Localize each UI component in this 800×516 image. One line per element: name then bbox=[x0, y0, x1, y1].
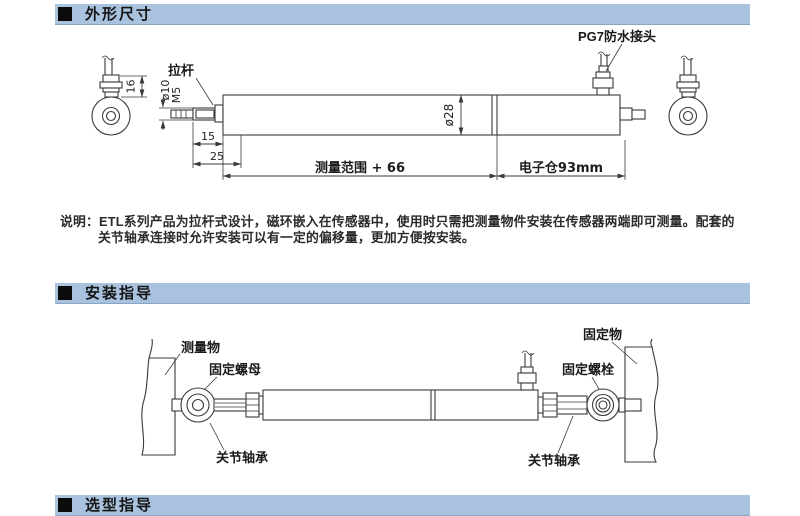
section-title-selection: 选型指导 bbox=[85, 496, 154, 514]
dim-connector-width: 16 bbox=[125, 80, 138, 94]
dim-electronics-compartment: 电子仓93mm bbox=[519, 160, 603, 176]
section-bullet-icon bbox=[58, 7, 72, 21]
description-line-1: 说明：ETL系列产品为拉杆式设计，磁环嵌入在传感器中，使用时只需把测量物件安装在… bbox=[60, 214, 735, 229]
label-fixing-nut: 固定螺母 bbox=[209, 362, 261, 377]
pull-rod: 拉杆 ø10 M5 15 25 bbox=[159, 63, 242, 180]
dim-body-diameter: ø28 bbox=[442, 104, 456, 127]
dimension-drawing: 16 拉杆 ø10 M5 15 25 ø28 bbox=[91, 29, 708, 180]
fixed-object-plate: 固定物 bbox=[583, 327, 659, 463]
installation-drawing: 测量物 固定螺母 关节轴承 bbox=[141, 327, 659, 468]
dim-rod-total: 25 bbox=[210, 150, 224, 163]
sensor-body: ø28 PG7防水接头 bbox=[222, 29, 656, 136]
joint-bearing-right: 固定螺栓 关节轴承 bbox=[528, 362, 626, 468]
end-view-right bbox=[668, 55, 708, 136]
section-header-selection: 选型指导 bbox=[55, 495, 750, 516]
dim-measuring-range: 测量范围 + 66 bbox=[315, 160, 405, 176]
label-joint-bearing-left: 关节轴承 bbox=[216, 450, 268, 465]
label-pg7-connector: PG7防水接头 bbox=[578, 29, 656, 44]
end-view-left: 16 bbox=[91, 55, 147, 136]
label-fixing-bolt: 固定螺栓 bbox=[562, 362, 614, 377]
label-joint-bearing-right: 关节轴承 bbox=[528, 453, 580, 468]
overall-dimensions: 测量范围 + 66 电子仓93mm bbox=[222, 135, 626, 180]
label-pull-rod: 拉杆 bbox=[168, 63, 194, 78]
section-title-dimensions: 外形尺寸 bbox=[85, 5, 154, 23]
dim-thread-spec: M5 bbox=[170, 87, 183, 104]
dim-rod-exposed: 15 bbox=[201, 130, 215, 143]
section-title-installation: 安装指导 bbox=[85, 284, 154, 302]
dim-rod-diameter: ø10 bbox=[159, 80, 172, 101]
section-bullet-icon bbox=[58, 498, 72, 512]
label-fixed-object: 固定物 bbox=[583, 327, 622, 342]
label-measured-object: 测量物 bbox=[181, 340, 220, 355]
section-header-installation: 安装指导 bbox=[55, 283, 750, 304]
joint-bearing-left: 固定螺母 关节轴承 bbox=[171, 362, 268, 465]
sensor-body-installed bbox=[262, 350, 539, 421]
section-bullet-icon bbox=[58, 286, 72, 300]
measured-object-plate: 测量物 bbox=[141, 338, 220, 456]
section-header-dimensions: 外形尺寸 bbox=[55, 4, 750, 25]
description-line-2: 关节轴承连接时允许安装可以有一定的偏移量，更加方便按安装。 bbox=[98, 230, 475, 245]
